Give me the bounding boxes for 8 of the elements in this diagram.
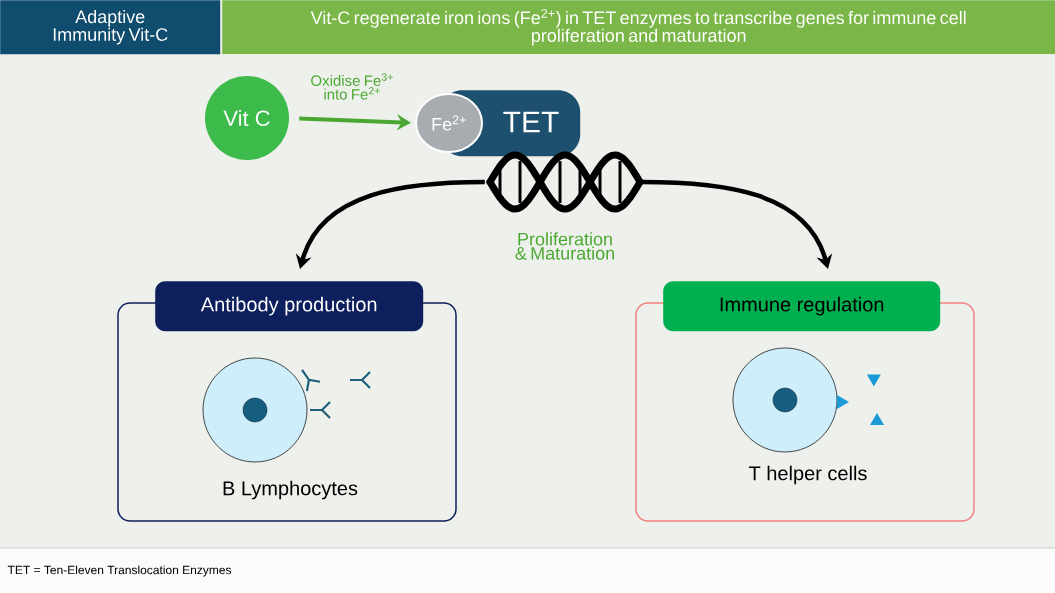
caption-text: Proliferation & Maturation <box>515 232 614 260</box>
dna-drawing <box>486 151 644 213</box>
cell-label: B Lymphocytes <box>223 480 358 500</box>
header-box: Adaptive Immunity Vit-C <box>0 0 221 55</box>
header-box: Vit-C regenerate iron ions (Fe$^{2+}$) in TET enzymes to transcribe genes for immune cell proliferation and maturation <box>222 0 1055 55</box>
edge-label: Oxidise Fe$^{3+}$ into Fe$^{2+}$ <box>311 73 393 100</box>
cell-label: T helper cells <box>749 465 867 485</box>
footnote-text: TET = Ten-Eleven Translocation Enzymes <box>7 565 232 577</box>
